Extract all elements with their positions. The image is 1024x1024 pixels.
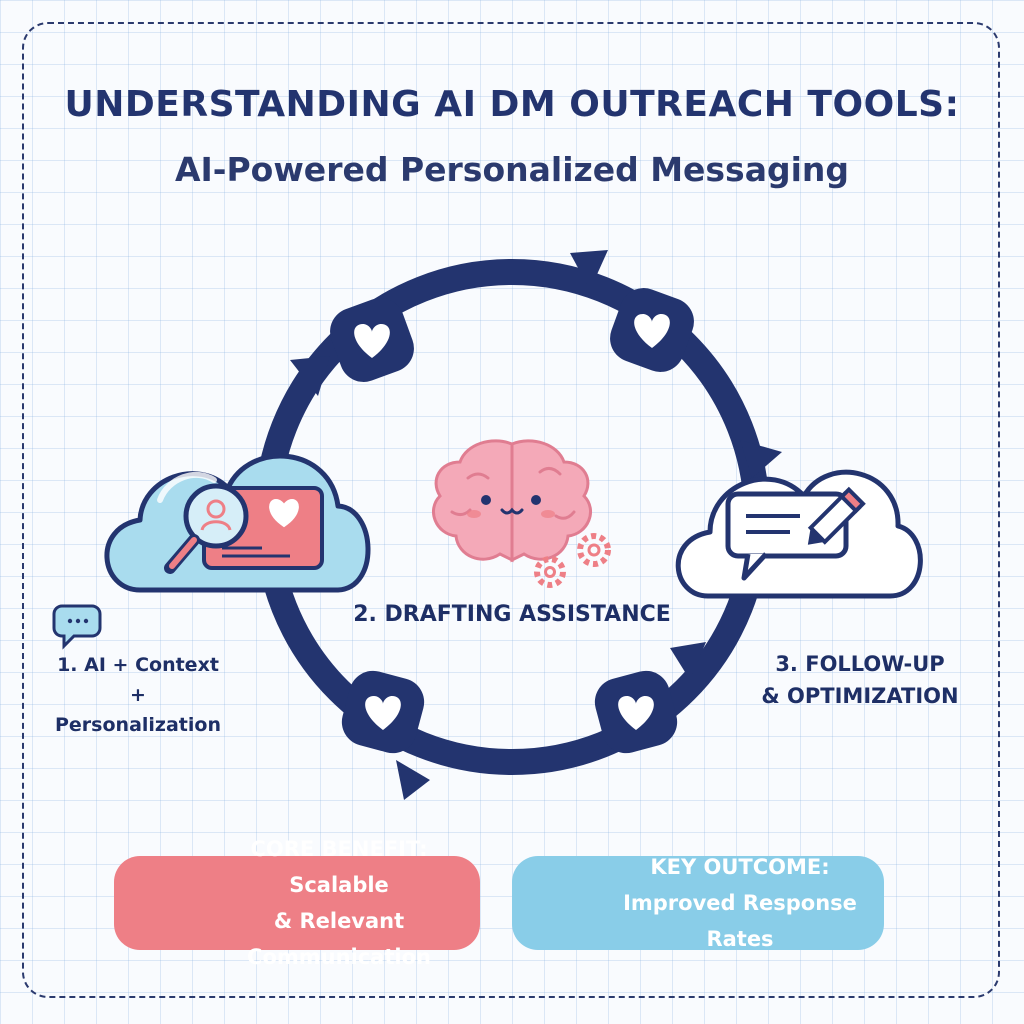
heart-icon bbox=[634, 314, 670, 348]
outcome-icon-slot bbox=[532, 871, 596, 935]
gear-icon bbox=[577, 533, 611, 567]
outcome-line-1: KEY OUTCOME: bbox=[650, 855, 830, 879]
subtitle: AI-Powered Personalized Messaging bbox=[174, 150, 850, 189]
dashed-frame bbox=[22, 22, 1000, 998]
key-outcome-box: KEY OUTCOME: Improved Response Rates bbox=[512, 855, 884, 951]
heart-node-bottom-right bbox=[594, 670, 678, 754]
heart-node-top-right bbox=[610, 288, 694, 372]
step-1-label: 1. AI + Context + Personalization bbox=[55, 654, 221, 736]
heart-icon bbox=[365, 696, 401, 730]
gear-icon bbox=[534, 556, 566, 588]
cycle-arrow-right bbox=[740, 440, 782, 478]
pencil-icon bbox=[807, 486, 866, 545]
cycle-arrow-top bbox=[570, 250, 608, 290]
heart-icon bbox=[618, 696, 654, 730]
heart-node-top-left bbox=[330, 298, 414, 382]
cycle-arrow-left bbox=[290, 356, 330, 396]
benefit-line-2: & Relevant Communication bbox=[247, 909, 431, 969]
cloud-chat-pencil-icon bbox=[675, 469, 923, 599]
chat-bubble-icon bbox=[52, 604, 102, 650]
cycle-arrow-lower-right bbox=[670, 642, 706, 680]
cycle-arrow-bottom bbox=[396, 760, 430, 800]
brain-with-gears-icon bbox=[431, 439, 611, 588]
benefit-line-1: CORE BENEFIT: Scalable bbox=[250, 837, 428, 897]
benefit-icon-slot bbox=[134, 871, 198, 935]
main-title: UNDERSTANDING AI DM OUTREACH TOOLS: bbox=[64, 84, 960, 125]
heart-node-bottom-left bbox=[341, 670, 425, 754]
step-2-label: 2. DRAFTING ASSISTANCE bbox=[353, 602, 671, 627]
outcome-line-2: Improved Response Rates bbox=[623, 891, 857, 951]
step-3-label: 3. FOLLOW-UP & OPTIMIZATION bbox=[761, 652, 959, 708]
core-benefit-box: CORE BENEFIT: Scalable & Relevant Commun… bbox=[114, 837, 480, 969]
heart-icon bbox=[354, 324, 390, 358]
cloud-magnifier-profile-card-icon bbox=[104, 453, 371, 593]
